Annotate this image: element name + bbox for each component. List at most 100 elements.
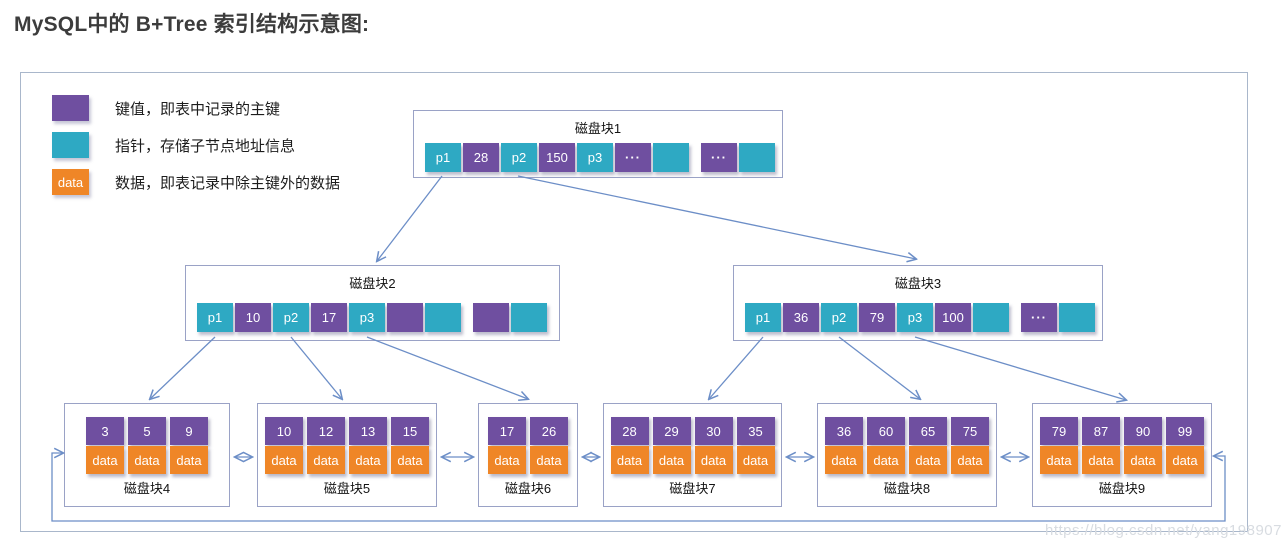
data-cell: data bbox=[652, 446, 691, 474]
key-cell: 36 bbox=[825, 417, 863, 445]
pointer-cell bbox=[1059, 303, 1095, 332]
legend-row-pointer: 指针，存储子节点地址信息 bbox=[52, 132, 340, 158]
key-cell: 5 bbox=[128, 417, 166, 445]
key-cell: 35 bbox=[736, 417, 775, 445]
key-cell: 17 bbox=[311, 303, 347, 332]
key-cell: 17 bbox=[488, 417, 526, 445]
data-cell: data bbox=[307, 446, 345, 474]
data-cell: data bbox=[488, 446, 526, 474]
key-cell: 10 bbox=[235, 303, 271, 332]
page-title: MySQL中的 B+Tree 索引结构示意图: bbox=[14, 13, 370, 36]
key-cell: 12 bbox=[307, 417, 345, 445]
data-cell: data bbox=[1166, 446, 1204, 474]
key-cell: 79 bbox=[1040, 417, 1078, 445]
key-cell: 10 bbox=[265, 417, 303, 445]
key-cell: 150 bbox=[539, 143, 575, 172]
pointer-cell: p1 bbox=[197, 303, 233, 332]
legend-row-key: 键值，即表中记录的主键 bbox=[52, 95, 340, 121]
key-cell: 79 bbox=[859, 303, 895, 332]
key-cell: 75 bbox=[951, 417, 989, 445]
data-swatch-icon: data bbox=[52, 169, 89, 195]
key-cell: 28 bbox=[610, 417, 649, 445]
data-cell: data bbox=[1124, 446, 1162, 474]
pointer-cell bbox=[739, 143, 775, 172]
data-cell: data bbox=[951, 446, 989, 474]
key-cell: 28 bbox=[463, 143, 499, 172]
disk-block-title: 磁盘块1 bbox=[574, 121, 622, 136]
key-cell: 90 bbox=[1124, 417, 1162, 445]
key-cell: 29 bbox=[652, 417, 691, 445]
pointer-cell: p2 bbox=[501, 143, 537, 172]
data-cell: data bbox=[128, 446, 166, 474]
pointer-cell bbox=[425, 303, 461, 332]
legend-row-data: data 数据，即表记录中除主键外的数据 bbox=[52, 169, 340, 195]
key-cell: 65 bbox=[909, 417, 947, 445]
key-cell: 9 bbox=[170, 417, 208, 445]
key-cell: 26 bbox=[530, 417, 568, 445]
pointer-cell: p2 bbox=[273, 303, 309, 332]
key-cell: ··· bbox=[701, 143, 737, 172]
key-cell: 30 bbox=[694, 417, 733, 445]
key-cell: ··· bbox=[1021, 303, 1057, 332]
pointer-cell: p1 bbox=[425, 143, 461, 172]
pointer-cell: p3 bbox=[349, 303, 385, 332]
data-cell: data bbox=[610, 446, 649, 474]
data-cell: data bbox=[694, 446, 733, 474]
key-cell: 99 bbox=[1166, 417, 1204, 445]
data-cell: data bbox=[736, 446, 775, 474]
key-cell bbox=[473, 303, 509, 332]
pointer-cell: p2 bbox=[821, 303, 857, 332]
data-cell: data bbox=[170, 446, 208, 474]
pointer-cell bbox=[511, 303, 547, 332]
disk-block-title: 磁盘块5 bbox=[323, 481, 371, 496]
pointer-cell: p1 bbox=[745, 303, 781, 332]
disk-block-title: 磁盘块3 bbox=[894, 276, 942, 291]
pointer-cell bbox=[973, 303, 1009, 332]
key-cell: 60 bbox=[867, 417, 905, 445]
key-cell: 15 bbox=[391, 417, 429, 445]
pointer-swatch-icon bbox=[52, 132, 89, 158]
disk-block-title: 磁盘块2 bbox=[349, 276, 396, 291]
disk-block-title: 磁盘块8 bbox=[883, 481, 931, 496]
data-cell: data bbox=[391, 446, 429, 474]
key-cell: 36 bbox=[783, 303, 819, 332]
data-cell: data bbox=[867, 446, 905, 474]
pointer-cell bbox=[653, 143, 689, 172]
data-cell: data bbox=[86, 446, 124, 474]
legend-label-pointer: 指针，存储子节点地址信息 bbox=[115, 137, 296, 155]
key-cell: 13 bbox=[349, 417, 387, 445]
data-cell: data bbox=[1040, 446, 1078, 474]
legend-label-data: 数据，即表记录中除主键外的数据 bbox=[115, 174, 341, 192]
